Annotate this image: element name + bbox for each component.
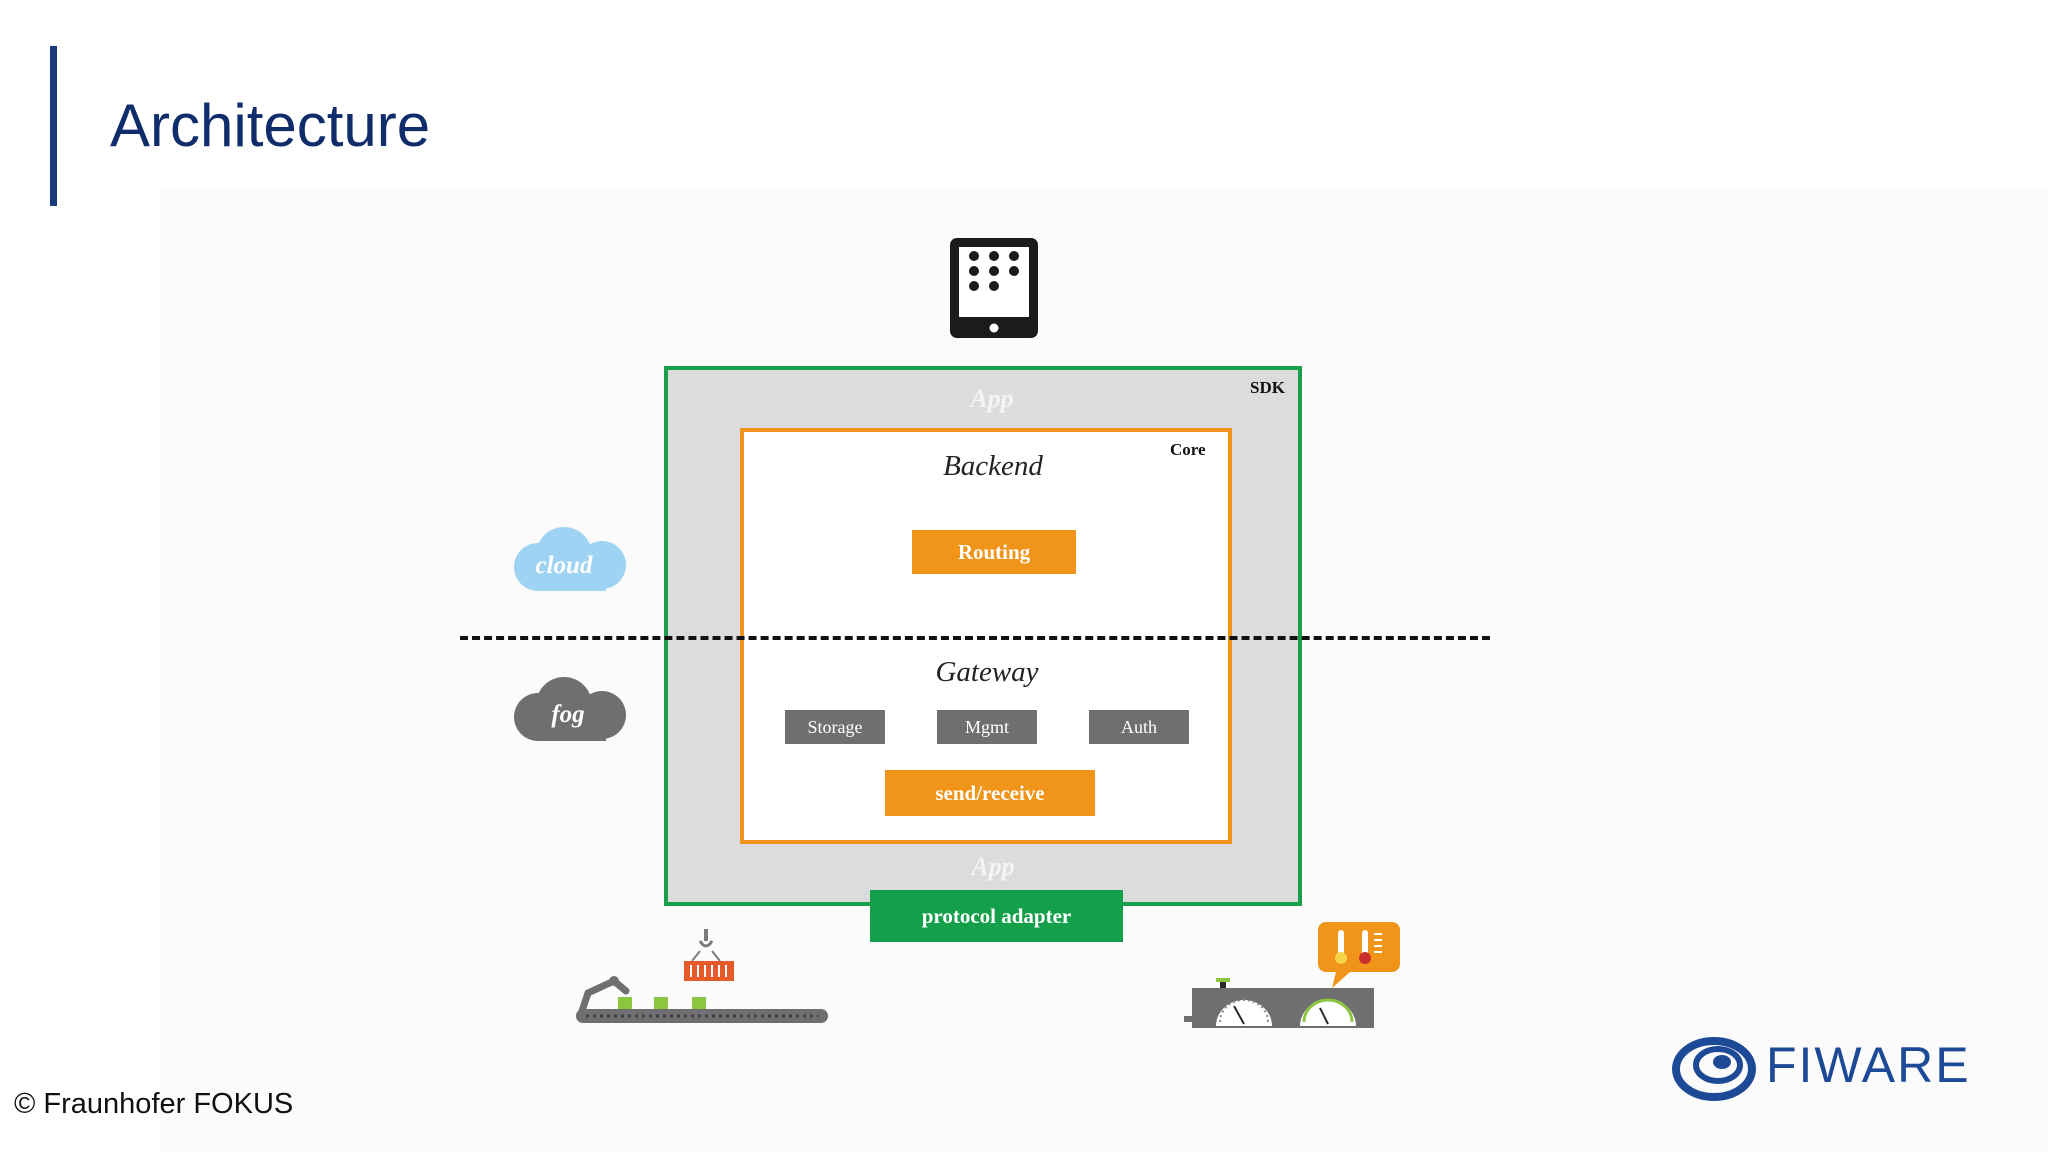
title-accent-bar	[50, 46, 57, 206]
cloud-label: cloud	[535, 552, 593, 579]
cloud-icon	[514, 527, 626, 591]
send-receive-box: send/receive	[885, 770, 1095, 816]
fog-label: fog	[551, 701, 585, 728]
routing-box: Routing	[912, 530, 1076, 574]
auth-module: Auth	[1089, 710, 1189, 744]
sdk-label: SDK	[1250, 378, 1285, 397]
fog-icon	[514, 677, 626, 741]
copyright-notice: © Fraunhofer FOKUS	[14, 1088, 294, 1120]
mgmt-module: Mgmt	[937, 710, 1037, 744]
page-title: Architecture	[110, 92, 431, 159]
core-label: Core	[1170, 440, 1206, 459]
sensor-gauges-icon	[1184, 922, 1400, 1028]
cloud-fog-divider	[460, 636, 1490, 640]
fiware-logo-swirl-icon	[1672, 1037, 1756, 1101]
backend-label: Backend	[943, 450, 1043, 482]
tablet-icon	[950, 238, 1038, 338]
storage-module: Storage	[785, 710, 885, 744]
app-label-bottom: App	[971, 852, 1015, 881]
protocol-adapter-box: protocol adapter	[870, 890, 1123, 942]
fiware-logo-text: FIWARE	[1766, 1037, 1971, 1093]
conveyor-belt-crane-icon	[576, 929, 828, 1023]
gateway-label: Gateway	[935, 656, 1039, 688]
app-label-top: App	[970, 384, 1014, 413]
